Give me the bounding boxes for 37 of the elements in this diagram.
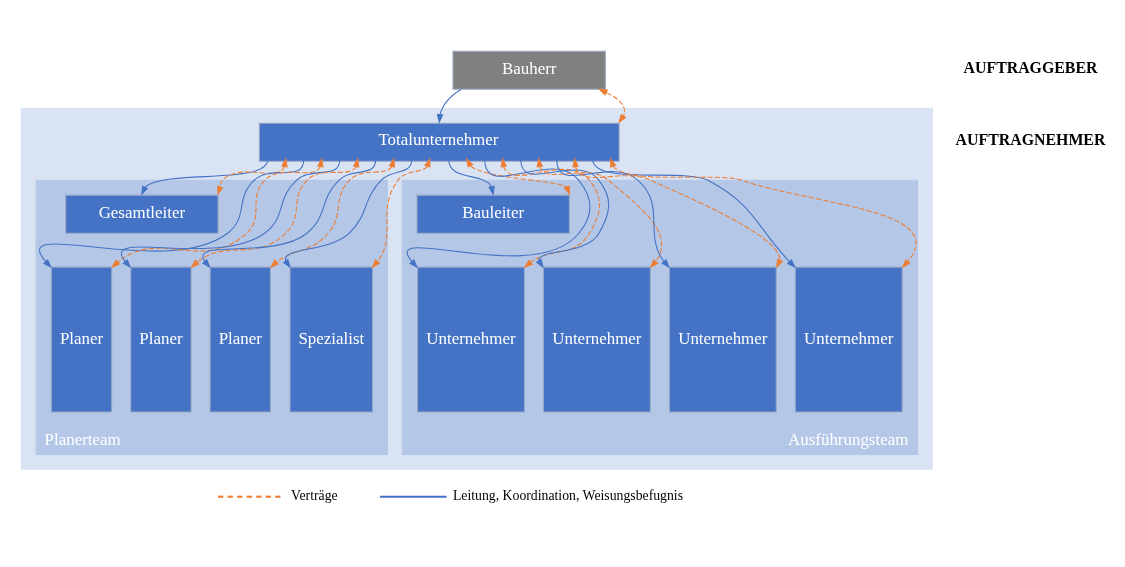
node-box: Gesamtleiter <box>65 194 219 234</box>
arrow <box>436 88 462 124</box>
arrow <box>500 157 600 269</box>
legend-label: Leitung, Koordination, Weisungsbefugnis <box>452 488 684 504</box>
arrow <box>282 158 413 269</box>
node-box: Bauherr <box>452 50 606 90</box>
arrow <box>592 158 796 269</box>
arrow <box>371 157 431 269</box>
arrow <box>448 158 495 196</box>
node-box: Planer <box>209 266 271 413</box>
label: AUFTRAGGEBER <box>963 58 1098 76</box>
arrow <box>217 157 288 196</box>
arrow <box>141 158 269 196</box>
arrow <box>520 158 610 269</box>
legend-label: Verträge <box>291 488 338 504</box>
node-box: Bauleiter <box>416 194 570 234</box>
node-box: Unternehmer <box>668 266 777 413</box>
arrow <box>556 158 670 269</box>
arrow <box>536 157 662 269</box>
arrow <box>610 157 917 269</box>
arrow <box>465 157 570 196</box>
arrow <box>406 158 591 269</box>
node-box: Planer <box>50 266 113 413</box>
node-box: Totalunternehmer <box>258 122 620 162</box>
node-box: Planer <box>130 266 192 413</box>
cluster <box>20 107 933 470</box>
node-box: Spezialist <box>289 266 374 413</box>
arrow <box>39 158 305 269</box>
node-box: Unternehmer <box>542 266 651 413</box>
label: AUFTRAGNEHMER <box>955 130 1106 148</box>
arrow <box>598 88 627 124</box>
arrow <box>201 158 377 269</box>
arrow <box>269 157 396 269</box>
arrow <box>572 157 784 269</box>
node-box: Unternehmer <box>794 266 903 413</box>
arrow <box>190 157 360 269</box>
node-box: Unternehmer <box>417 266 525 413</box>
